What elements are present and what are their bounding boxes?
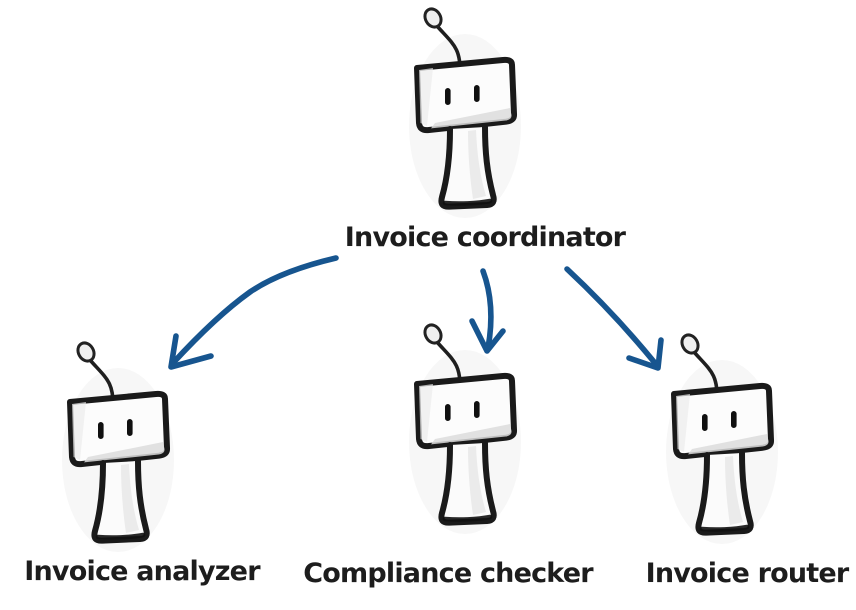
- node-invoice-router: [660, 330, 780, 545]
- node-label-compliance-checker: Compliance checker: [303, 558, 593, 589]
- node-label-invoice-router: Invoice router: [645, 558, 850, 589]
- robot-icon: [660, 330, 780, 545]
- arrow-coordinator-to-router: [564, 266, 664, 371]
- node-label-invoice-analyzer: Invoice analyzer: [24, 556, 260, 587]
- node-invoice-coordinator: [403, 4, 523, 219]
- arrow-coordinator-to-analyzer: [168, 255, 339, 370]
- robot-icon: [56, 338, 176, 553]
- node-compliance-checker: [403, 320, 523, 535]
- node-invoice-analyzer: [56, 338, 176, 553]
- robot-icon: [403, 320, 523, 535]
- robot-icon: [403, 4, 523, 219]
- node-label-invoice-coordinator: Invoice coordinator: [344, 222, 626, 253]
